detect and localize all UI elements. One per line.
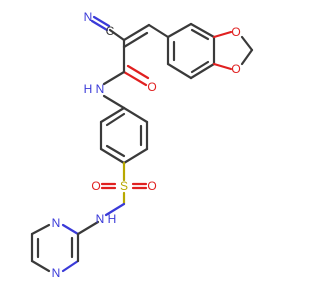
bond-s-n-2 xyxy=(104,202,126,217)
atom-n-sulfonamide: N xyxy=(96,212,105,226)
bond-ph-1 xyxy=(122,106,149,124)
bond-pyr-1 xyxy=(61,223,80,236)
bond-bd-2 xyxy=(166,62,193,80)
bond-ph-inner-3 xyxy=(105,112,126,127)
bond-alkene-2 xyxy=(122,31,149,49)
bond-alkene-1 xyxy=(122,23,151,42)
bond-dx-2 xyxy=(212,62,233,71)
bond-alkene-aryl xyxy=(147,23,170,39)
atom-o-sulfonyl-right: O xyxy=(147,179,156,193)
atom-o-dioxole-top: O xyxy=(231,25,240,39)
bond-dx-4 xyxy=(240,48,254,66)
bond-bd-3 xyxy=(189,62,216,80)
bond-ph-4 xyxy=(99,147,126,165)
bond-nitrile-c-alpha xyxy=(108,28,126,42)
atom-o-dioxole-bottom: O xyxy=(231,62,240,76)
bond-carbonyl-o-2 xyxy=(126,64,150,80)
atom-s-sulfonyl: S xyxy=(120,179,128,193)
bond-bd-inner-2 xyxy=(190,60,210,74)
bond-nitrile-triple xyxy=(90,19,109,32)
bond-carbonyl-o-1 xyxy=(122,70,148,87)
bond-n-phenyl xyxy=(102,94,126,110)
bond-nitrile-triple-2 xyxy=(92,15,111,28)
atom-o-amide: O xyxy=(147,80,156,94)
bond-n-pyr xyxy=(76,220,100,236)
bond-dx-3 xyxy=(240,35,254,52)
bond-ph-inner-2 xyxy=(105,144,126,158)
atom-o-sulfonyl-left: O xyxy=(91,179,100,193)
atom-c-nitrile: C xyxy=(106,24,115,38)
bond-pyr-5 xyxy=(61,259,80,273)
atom-n-pyrimidine-top: N xyxy=(52,216,61,230)
bond-bd-5 xyxy=(189,22,216,39)
bond-bd-inner-3 xyxy=(190,28,210,41)
bond-ph-6 xyxy=(99,106,126,124)
atom-n-nitrile: N xyxy=(84,10,93,24)
bond-ph-3 xyxy=(122,147,149,165)
bond-pyr-2 xyxy=(30,223,51,236)
bond-pyr-4 xyxy=(30,259,51,273)
atom-h-sulfonamide: H xyxy=(108,212,117,226)
atom-n-pyrimidine-bottom: N xyxy=(52,266,61,280)
bond-bd-6 xyxy=(166,22,193,39)
bonds xyxy=(30,15,254,273)
bond-dx-1 xyxy=(212,30,233,39)
atom-labels: N C O O H N O O S O N H N N xyxy=(52,10,241,280)
atom-h-amide: H xyxy=(84,82,93,96)
atom-n-amide: N xyxy=(96,82,105,96)
molecule-structure-diagram: N C O O H N O O S O N H N N xyxy=(30,10,254,280)
bond-carbonyl-n xyxy=(102,70,126,86)
